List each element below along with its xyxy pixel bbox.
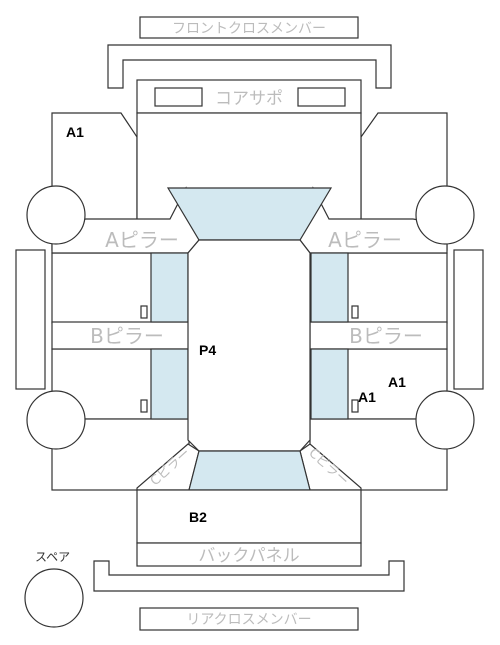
b-pillar-right-label: Bピラー xyxy=(349,324,423,348)
spare-tire[interactable] xyxy=(24,568,84,628)
wheel-rear-right[interactable] xyxy=(415,390,475,450)
b-pillar-left-label: Bピラー xyxy=(90,324,164,348)
headlight-right[interactable] xyxy=(297,87,346,107)
rear-window[interactable] xyxy=(188,450,311,491)
trunk-lid[interactable] xyxy=(136,489,362,544)
core-support-label: コアサポ xyxy=(215,89,283,109)
a-pillar-right-label: Aピラー xyxy=(328,228,402,252)
door-handle-front-right[interactable] xyxy=(351,305,359,319)
front-cross-member-box[interactable] xyxy=(139,16,359,39)
spare-label: スペア xyxy=(35,550,70,564)
a-pillar-left-label: Aピラー xyxy=(105,228,179,252)
rear-cross-member-box[interactable] xyxy=(139,607,359,631)
mark-p4-roof: P4 xyxy=(199,342,216,358)
front-bumper-outline[interactable] xyxy=(107,44,392,89)
door-handle-rear-right[interactable] xyxy=(351,399,359,413)
front-cross-member-label: フロントクロスメンバー xyxy=(172,21,326,37)
mark-b2-trunk: B2 xyxy=(189,509,207,525)
side-mirror-left[interactable] xyxy=(15,249,46,390)
window-front-right[interactable] xyxy=(310,252,349,323)
mark-a1-right-small: A1 xyxy=(358,389,376,405)
window-rear-right[interactable] xyxy=(310,348,349,420)
window-rear-left[interactable] xyxy=(150,348,189,420)
side-mirror-right[interactable] xyxy=(453,249,484,390)
headlight-left[interactable] xyxy=(154,87,203,107)
rear-cross-member-label: リアクロスメンバー xyxy=(186,612,311,628)
door-handle-front-left[interactable] xyxy=(140,305,148,319)
wheel-rear-left[interactable] xyxy=(26,390,86,450)
mark-a1-top-left: A1 xyxy=(66,124,84,140)
door-handle-rear-left[interactable] xyxy=(140,399,148,413)
back-panel-box[interactable] xyxy=(136,542,362,567)
wheel-front-right[interactable] xyxy=(415,185,475,245)
rear-bumper-outline[interactable] xyxy=(93,560,405,592)
window-front-left[interactable] xyxy=(150,252,189,323)
mark-a1-right-large: A1 xyxy=(388,374,406,390)
wheel-front-left[interactable] xyxy=(26,185,86,245)
back-panel-label: バックパネル xyxy=(198,546,299,566)
